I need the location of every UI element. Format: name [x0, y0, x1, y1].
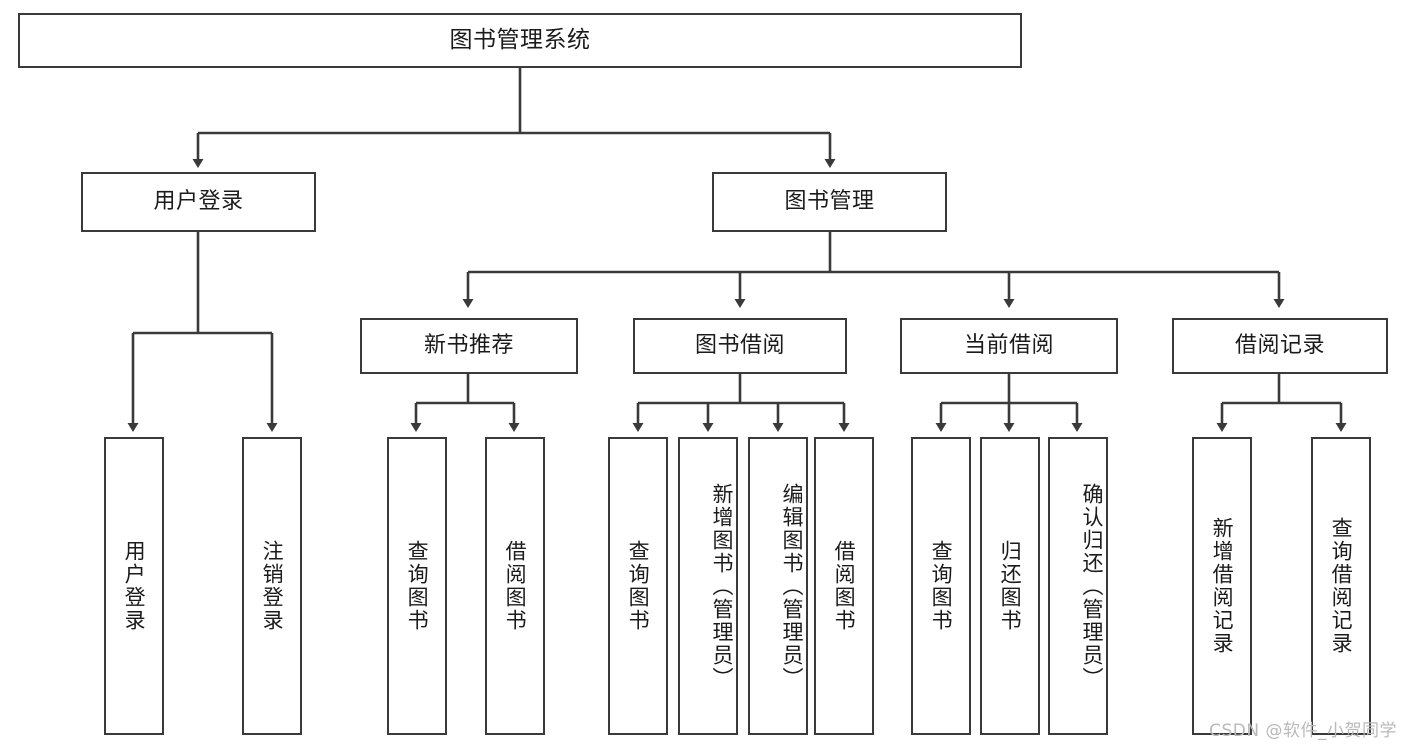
leaf-borrow-book-recommend[interactable]: 借阅图书 — [485, 437, 545, 735]
node-new-book-recommendation[interactable]: 新书推荐 — [360, 318, 578, 374]
leaf-return-book[interactable]: 归还图书 — [980, 437, 1040, 735]
node-book-management[interactable]: 图书管理 — [712, 172, 947, 232]
leaf-query-book-current[interactable]: 查询图书 — [911, 437, 971, 735]
leaf-confirm-return-admin[interactable]: 确认归还（管理员） — [1048, 437, 1108, 735]
leaf-user-login[interactable]: 用户登录 — [104, 437, 164, 735]
leaf-add-borrow-record[interactable]: 新增借阅记录 — [1192, 437, 1252, 735]
node-root-book-management-system[interactable]: 图书管理系统 — [18, 13, 1022, 68]
node-user-login[interactable]: 用户登录 — [81, 172, 316, 232]
node-borrow-record[interactable]: 借阅记录 — [1172, 318, 1388, 374]
leaf-add-book-admin[interactable]: 新增图书（管理员） — [678, 437, 738, 735]
leaf-borrow-book[interactable]: 借阅图书 — [814, 437, 874, 735]
node-book-borrowing[interactable]: 图书借阅 — [633, 318, 847, 374]
leaf-query-borrow-record[interactable]: 查询借阅记录 — [1311, 437, 1371, 735]
node-current-borrowing[interactable]: 当前借阅 — [900, 318, 1118, 374]
leaf-query-book-recommend[interactable]: 查询图书 — [387, 437, 447, 735]
leaf-logout-login[interactable]: 注销登录 — [242, 437, 302, 735]
watermark: CSDN @软件_小贺同学 — [1209, 721, 1397, 741]
leaf-edit-book-admin[interactable]: 编辑图书（管理员） — [748, 437, 808, 735]
leaf-query-book-borrow[interactable]: 查询图书 — [608, 437, 668, 735]
